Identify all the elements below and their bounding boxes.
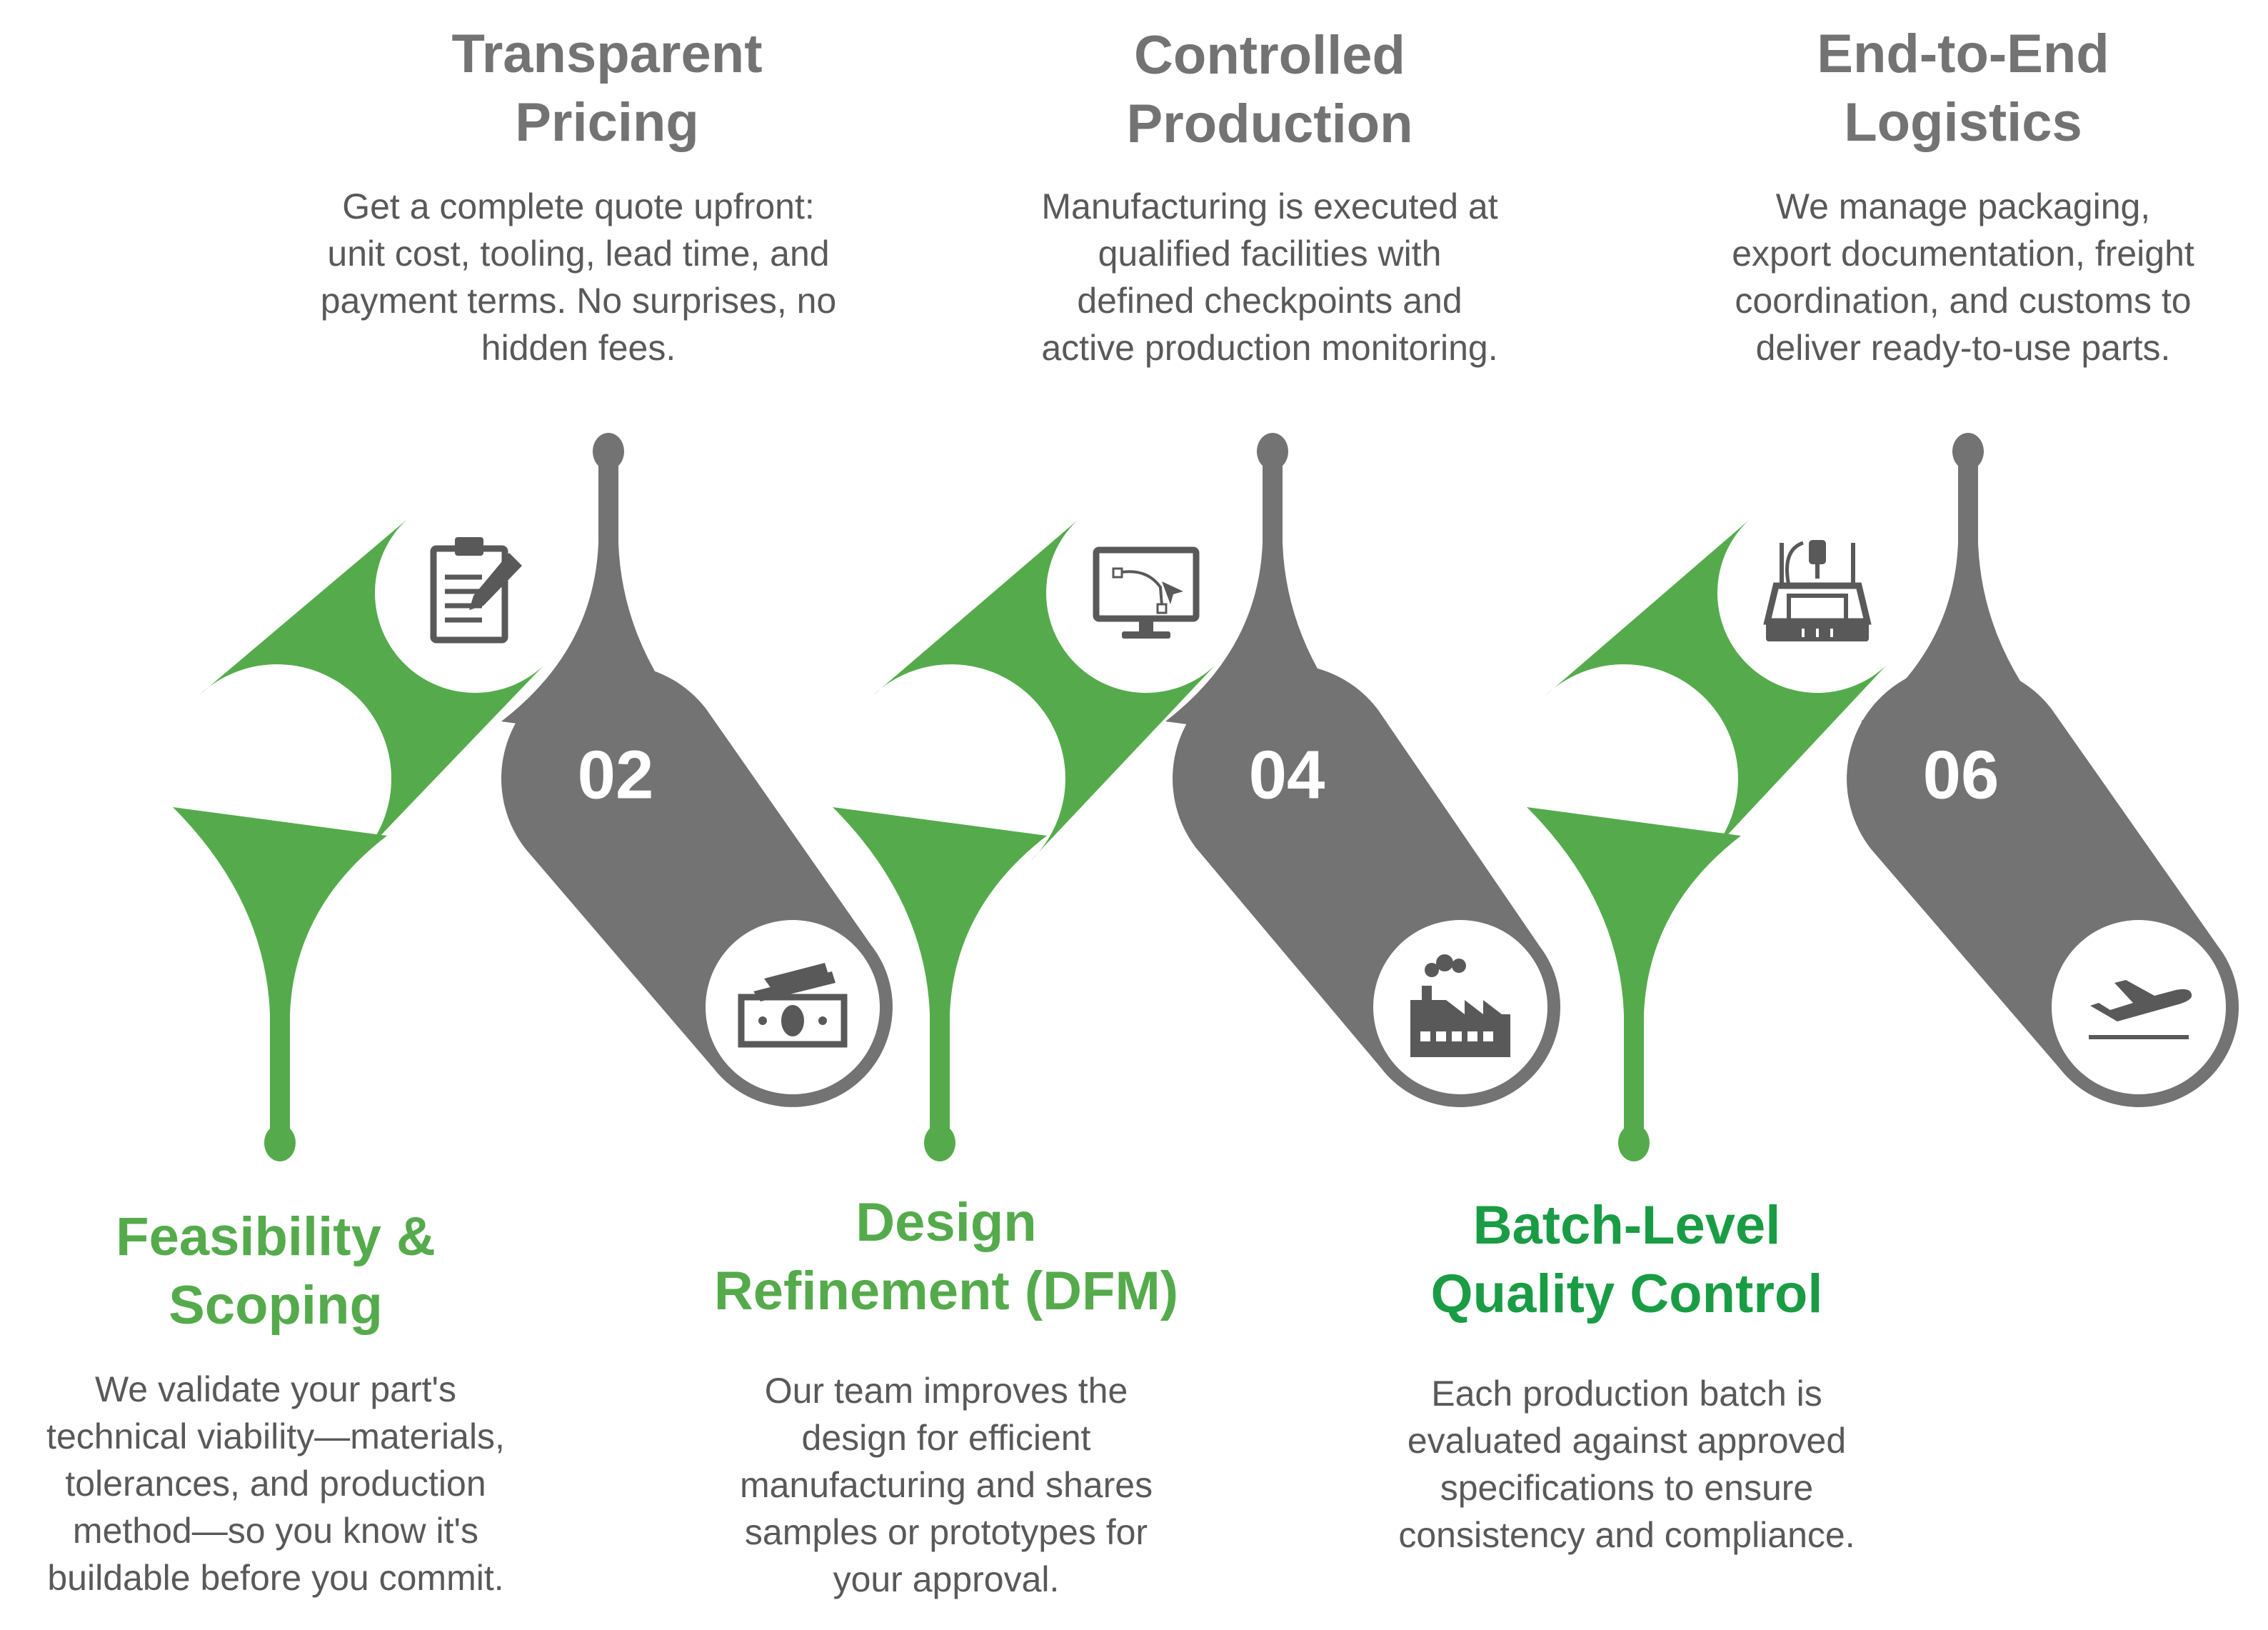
- step-03-number: 03: [913, 736, 990, 813]
- step-06-description: We manage packaging, export documentatio…: [1732, 186, 2194, 368]
- step-06-title: End-to-End Logistics: [1817, 24, 2109, 153]
- step-02-number: 02: [578, 736, 654, 813]
- monitor-design-circle: [1059, 506, 1233, 680]
- step-05-number: 05: [1586, 736, 1662, 813]
- step-02-title: Transparent Pricing: [451, 24, 763, 153]
- cash-stack-icon: [738, 963, 848, 1048]
- step-01-shape: [173, 519, 543, 1161]
- factory-circle: [1373, 920, 1547, 1094]
- clipboard-pencil-icon: [430, 537, 522, 644]
- step-01-description: We validate your part's technical viabil…: [46, 1369, 505, 1598]
- step-03-description: Our team improves the design for efficie…: [739, 1371, 1153, 1599]
- airplane-takeoff-icon: [2089, 980, 2192, 1039]
- machine-inspection-circle: [1730, 506, 1905, 680]
- step-04-number: 04: [1249, 736, 1325, 813]
- step-04-description: Manufacturing is executed at qualified f…: [1041, 186, 1498, 368]
- step-03-shape: [833, 520, 1215, 1161]
- step-04-title: Controlled Production: [1126, 25, 1413, 154]
- step-05-shape: [1527, 520, 1887, 1161]
- step-02-description: Get a complete quote upfront: unit cost,…: [320, 186, 837, 368]
- factory-icon: [1410, 954, 1510, 1057]
- step-05-description: Each production batch is evaluated again…: [1398, 1374, 1855, 1555]
- machine-inspection-icon: [1763, 540, 1872, 641]
- step-06-number: 06: [1923, 736, 1999, 813]
- monitor-design-icon: [1093, 546, 1200, 639]
- step-03-title: Design Refinement (DFM): [713, 1192, 1179, 1321]
- step-01-number: 01: [239, 736, 316, 813]
- step-01-title: Feasibility & Scoping: [116, 1206, 436, 1336]
- step-05-title: Batch-Level Quality Control: [1430, 1195, 1823, 1324]
